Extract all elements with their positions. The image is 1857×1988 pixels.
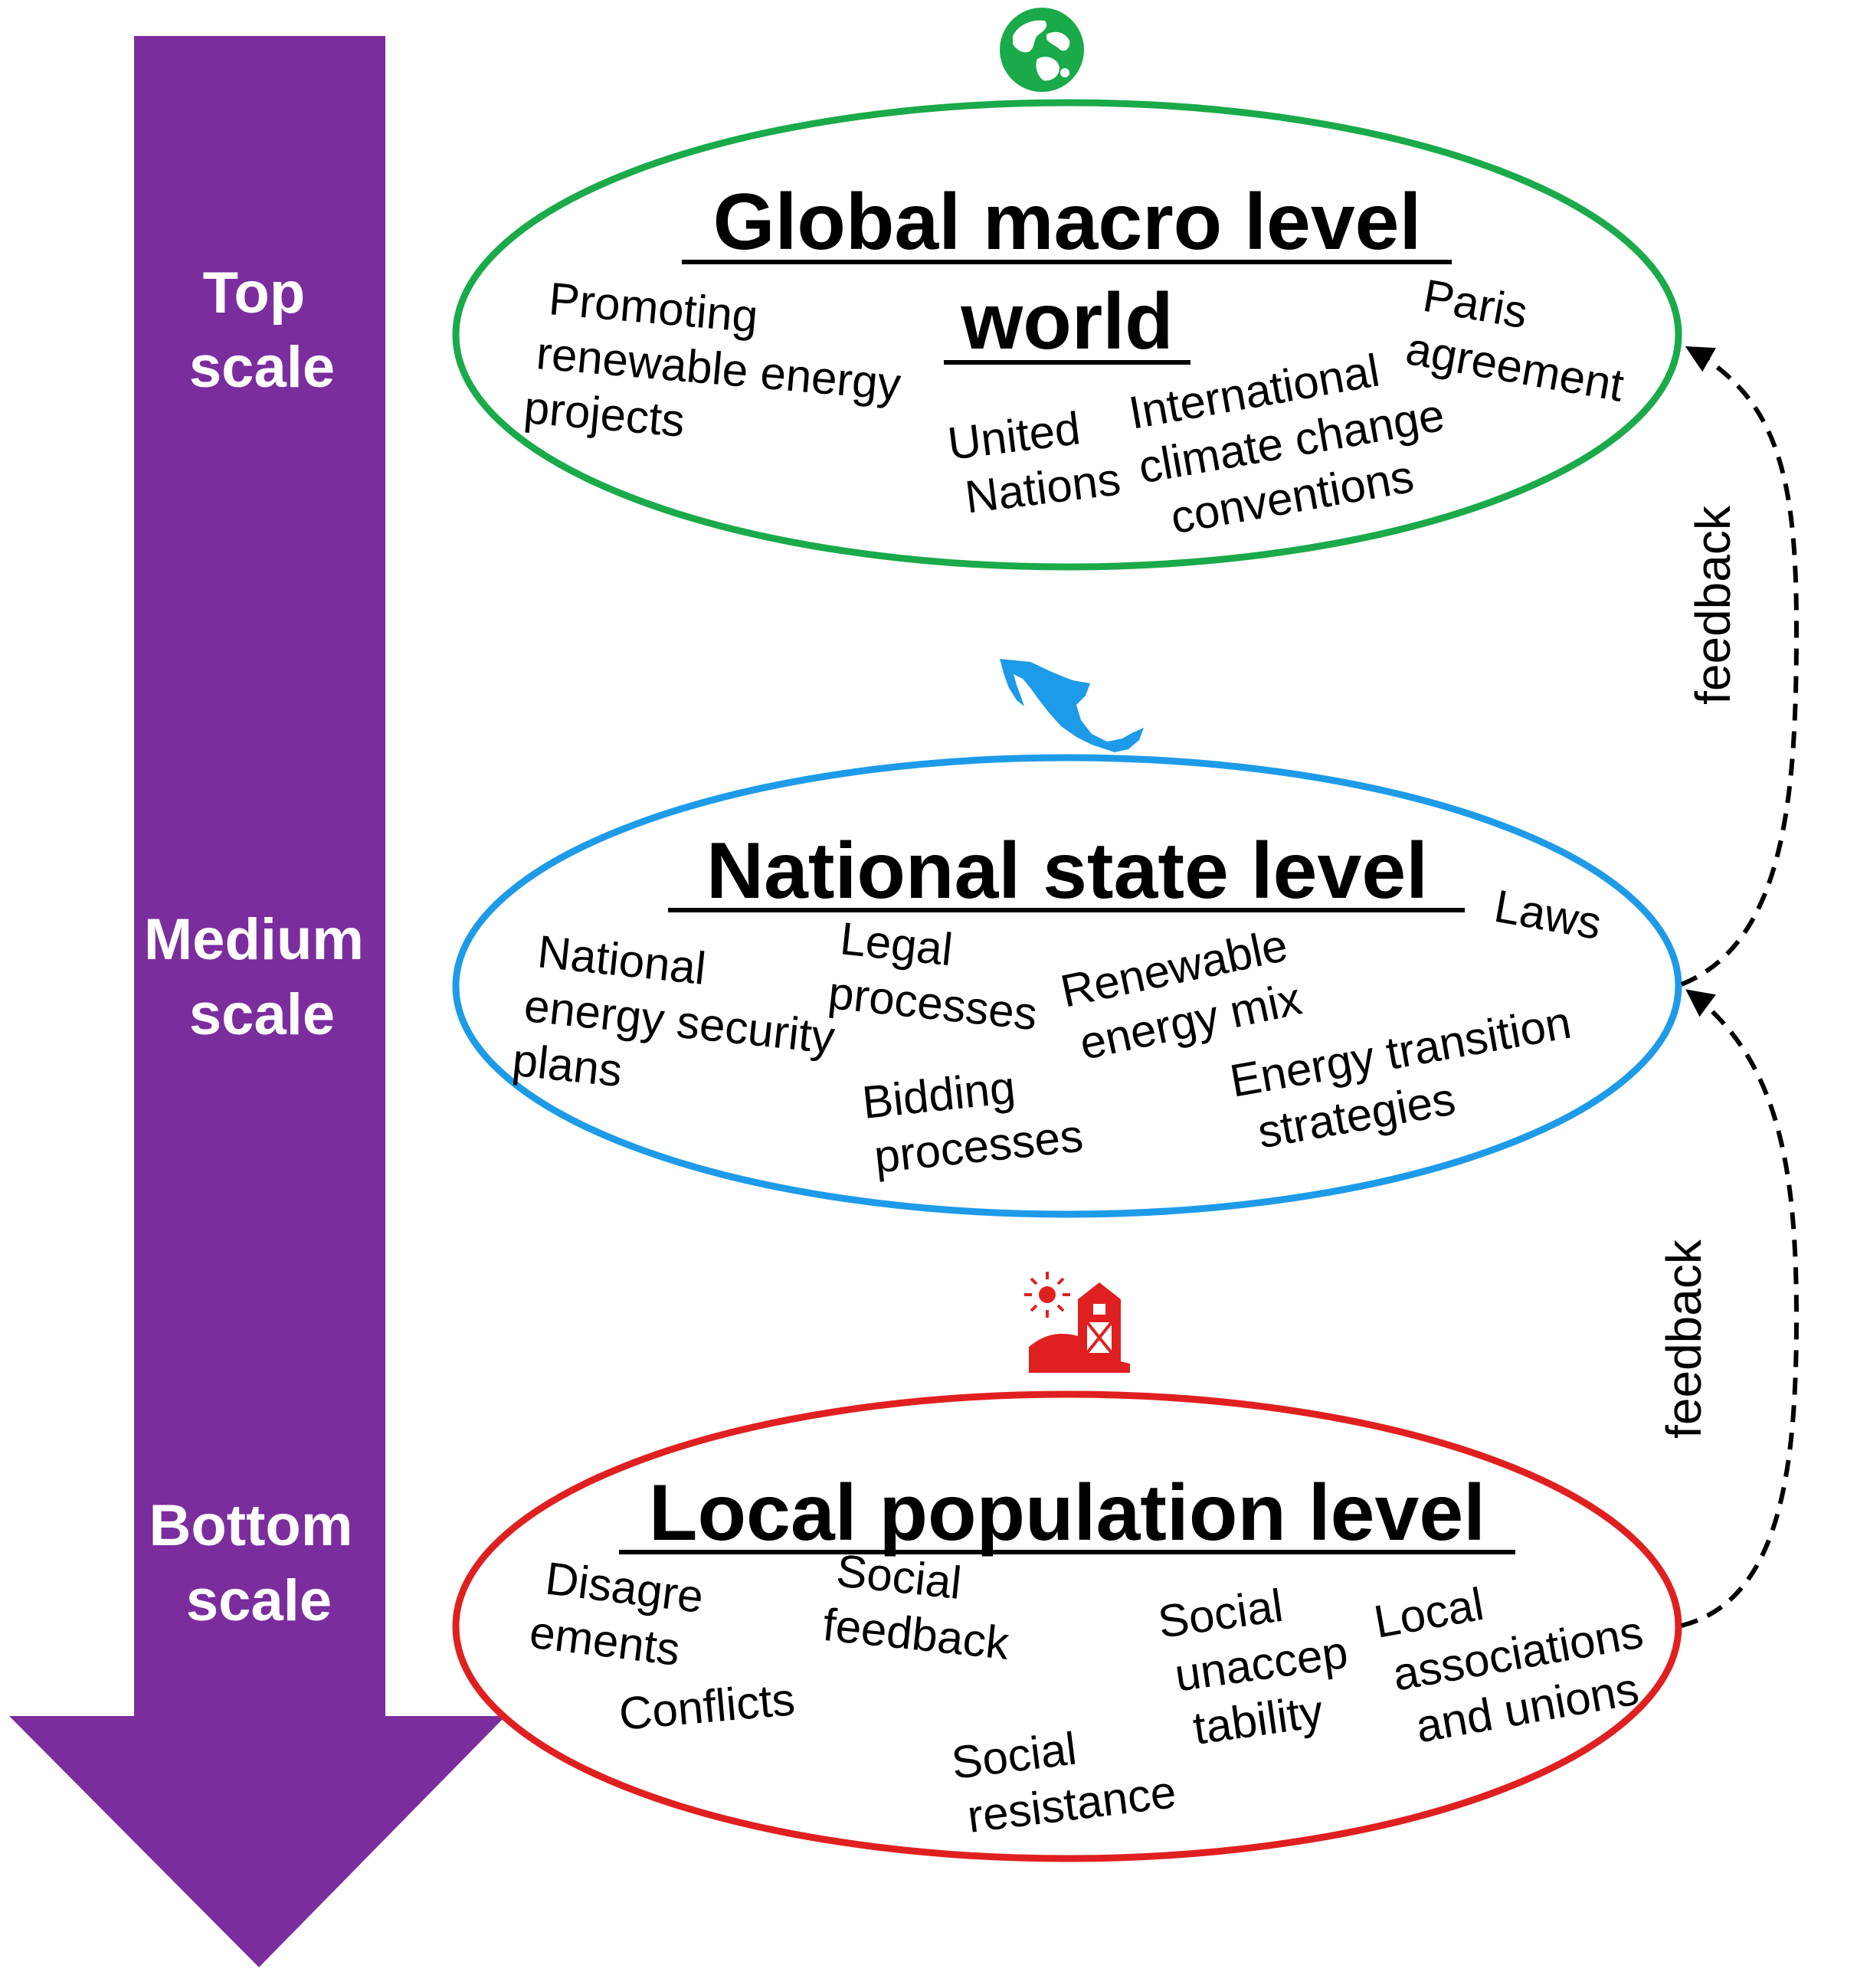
term-social-unacceptability: Social unaccep tability: [1154, 1570, 1371, 1757]
term-bidding-processes: Bidding processes: [860, 1055, 1085, 1184]
global-level-title-line2: world: [960, 277, 1173, 366]
feedback-label-lower: feedback: [1656, 1239, 1711, 1439]
term-social-feedback: Social feedback: [820, 1544, 1018, 1669]
term-laws: Laws: [1491, 880, 1606, 949]
feedback-arrow-national-to-global: [1680, 346, 1800, 987]
national-level-ellipse: [452, 754, 1682, 1218]
national-level: National state level Laws National energ…: [510, 827, 1606, 1184]
scale-arrow-shape: [9, 36, 506, 1967]
local-level: Local population level Disagre ements Co…: [527, 1469, 1647, 1844]
term-promoting-renewable: Promoting renewable energy projects: [522, 271, 920, 466]
local-level-ellipse: [452, 1390, 1682, 1862]
farm-barn-icon: [1024, 1272, 1130, 1373]
scale-label-bottom: Bottom scale: [149, 1493, 368, 1633]
term-social-resistance: Social resistance: [948, 1711, 1178, 1844]
local-level-title: Local population level: [649, 1469, 1485, 1557]
feedback-label-upper: feedback: [1685, 505, 1741, 705]
globe-icon: [1000, 8, 1084, 92]
scale-label-top: Top scale: [189, 260, 335, 400]
scale-arrow: Top scale Medium scale Bottom scale: [9, 36, 506, 1967]
term-energy-security: National energy security plans: [510, 924, 856, 1119]
scale-label-medium: Medium scale: [144, 907, 380, 1047]
term-conflicts: Conflicts: [617, 1673, 797, 1740]
mexico-map-icon: [1000, 659, 1144, 752]
feedback-arrow-local-to-national: [1681, 989, 1800, 1628]
term-united-nations: United Nations: [945, 398, 1123, 524]
term-disagreements: Disagre ements: [527, 1551, 719, 1679]
national-level-title: National state level: [706, 827, 1428, 915]
global-level: Global macro level world Promoting renew…: [522, 178, 1627, 543]
global-level-ellipse: [452, 99, 1682, 571]
term-legal-processes: Legal processes: [826, 912, 1046, 1040]
global-level-title-line1: Global macro level: [713, 178, 1422, 267]
